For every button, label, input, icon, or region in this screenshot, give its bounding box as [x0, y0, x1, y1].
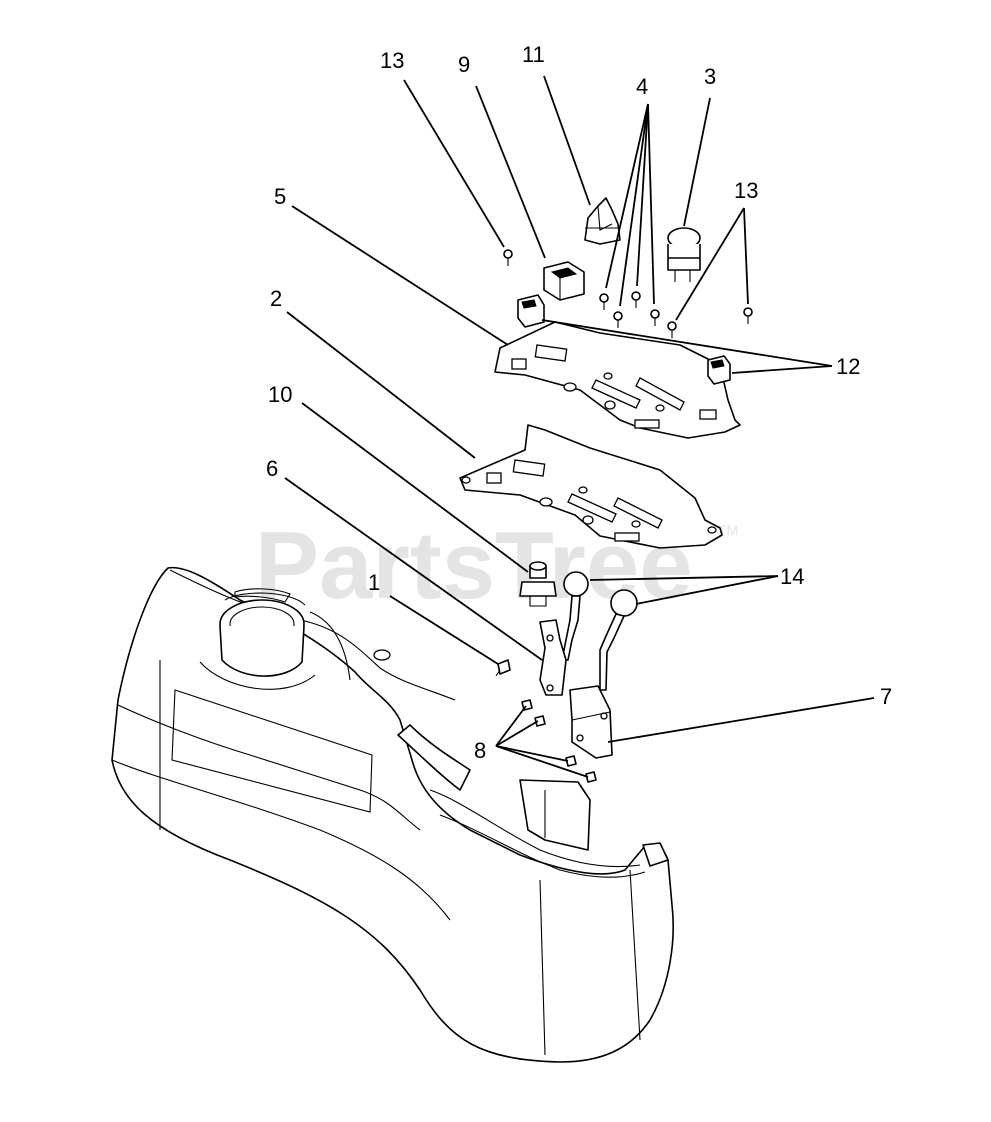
bracket-part-7 [569, 685, 613, 759]
watermark-trademark: TM [718, 522, 738, 538]
callout-12: 12 [836, 354, 860, 379]
callout-4: 4 [636, 74, 648, 99]
callout-6: 6 [266, 456, 278, 481]
plunger-switch-part-10 [519, 561, 557, 607]
callout-7: 7 [880, 684, 892, 709]
callout-2: 2 [270, 286, 282, 311]
key-switch-part-3 [667, 227, 701, 282]
callout-11: 11 [522, 42, 545, 67]
knob-part-11 [584, 197, 621, 245]
bracket-part-6 [539, 619, 567, 696]
screws [503, 249, 753, 338]
lever-part-14a [561, 571, 589, 661]
callout-10: 10 [268, 382, 292, 407]
callout-14: 14 [780, 564, 804, 589]
lower-plate [459, 424, 723, 549]
callout-9: 9 [458, 52, 470, 77]
callout-13-top: 13 [380, 48, 404, 73]
callout-3: 3 [704, 64, 716, 89]
switch-part-12b [707, 355, 731, 385]
switch-part-9 [543, 261, 585, 301]
callout-8: 8 [474, 738, 486, 763]
callout-13-right: 13 [734, 178, 758, 203]
switch-part-12a [517, 294, 545, 328]
console-body [111, 566, 674, 1063]
bolt-part-1 [495, 659, 511, 677]
callout-labels: 13 9 11 4 3 13 5 2 12 10 6 14 1 7 8 [266, 42, 892, 763]
callout-1: 1 [368, 570, 380, 595]
callout-5: 5 [274, 184, 286, 209]
upper-plate [494, 321, 741, 439]
leader-lines [284, 75, 875, 778]
